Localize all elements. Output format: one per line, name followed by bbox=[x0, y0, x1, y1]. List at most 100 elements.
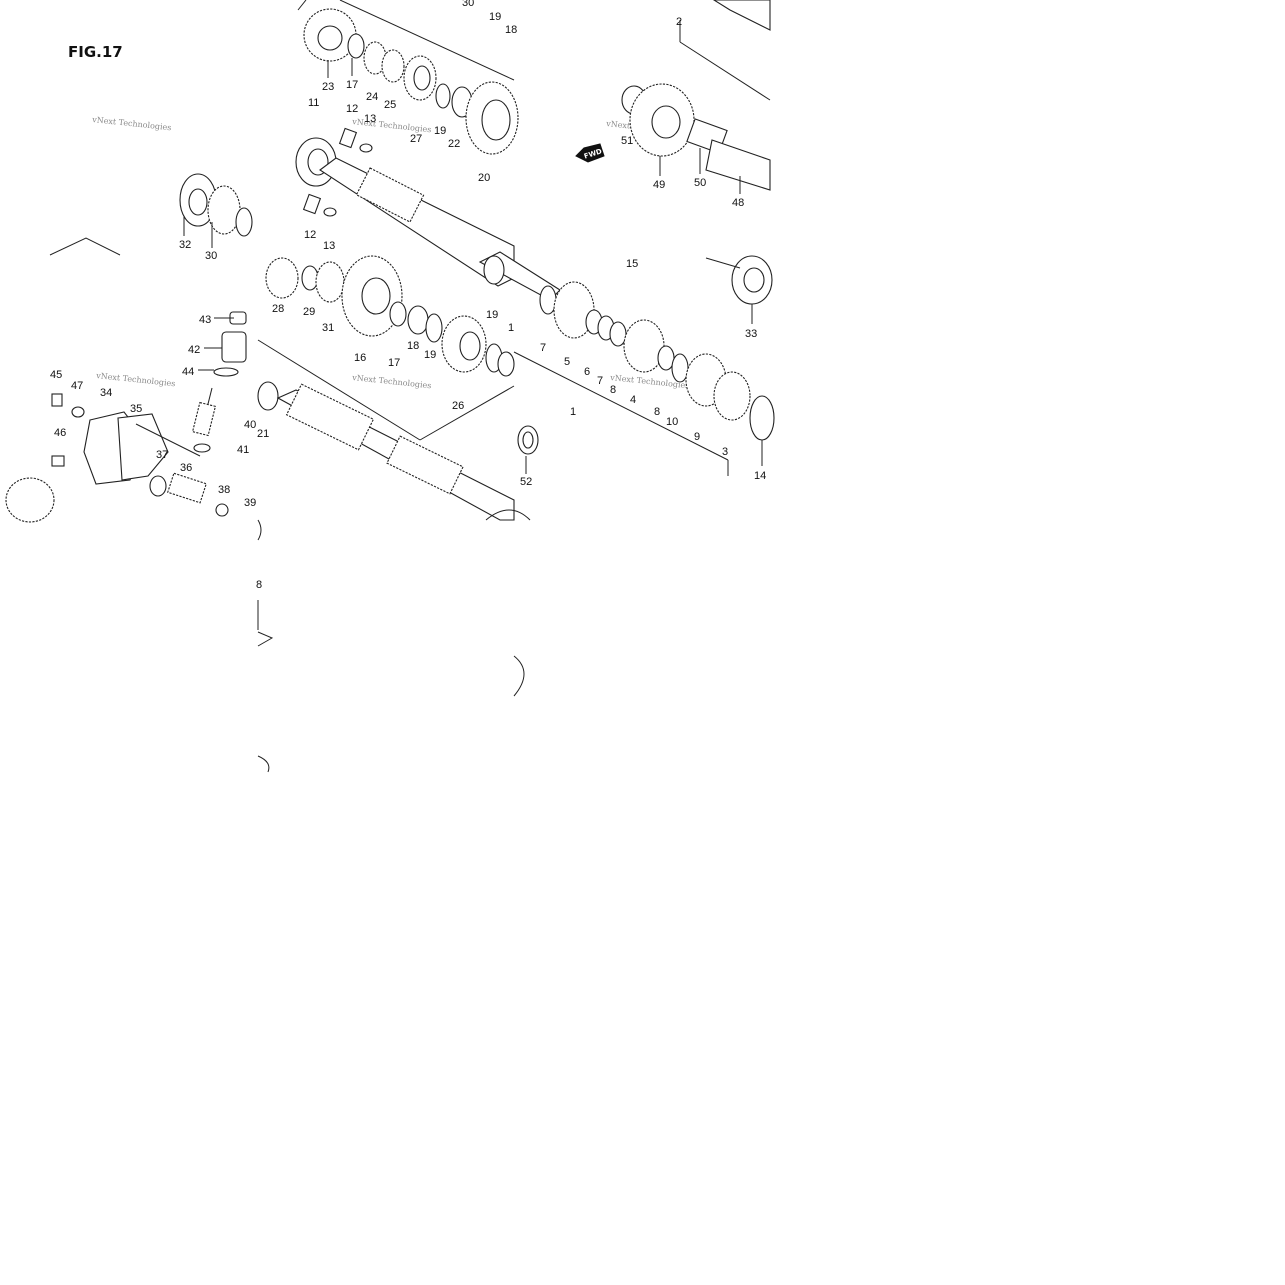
arc-fragment bbox=[257, 519, 262, 541]
retainer-12 bbox=[338, 127, 358, 149]
washer-29 bbox=[301, 265, 319, 291]
washer-25 bbox=[381, 49, 405, 83]
callout: 30 bbox=[205, 250, 217, 262]
callout: 3 bbox=[722, 446, 728, 458]
callout: 48 bbox=[732, 197, 744, 209]
callout: 20 bbox=[478, 172, 490, 184]
callout: 18 bbox=[407, 340, 419, 352]
gear-3 bbox=[713, 371, 751, 421]
bolt-45 bbox=[51, 393, 63, 407]
countershaft-upper-assembly bbox=[49, 0, 519, 287]
callout: 51 bbox=[621, 135, 633, 147]
callout: 17 bbox=[346, 79, 358, 91]
hub-30 bbox=[207, 185, 241, 235]
washer-38 bbox=[215, 503, 229, 517]
frame-line bbox=[297, 0, 307, 11]
frame-line bbox=[339, 0, 515, 81]
bushing-17 bbox=[389, 301, 407, 327]
callout: 44 bbox=[182, 366, 194, 378]
gear-26-hub bbox=[459, 331, 481, 361]
gear-40 bbox=[191, 401, 217, 437]
frame-line bbox=[679, 41, 771, 101]
washer-7 bbox=[539, 285, 557, 315]
lower-fragments bbox=[257, 509, 531, 773]
frame-line bbox=[419, 385, 515, 441]
callout: 46 bbox=[54, 427, 66, 439]
callout: 9 bbox=[694, 431, 700, 443]
watermark: vNext Technologies bbox=[351, 117, 432, 134]
callout: 42 bbox=[188, 344, 200, 356]
callout: 29 bbox=[303, 306, 315, 318]
gear-36 bbox=[167, 472, 207, 504]
circlip-19 bbox=[425, 313, 443, 343]
callout: 32 bbox=[179, 239, 191, 251]
screw-13b bbox=[323, 207, 337, 217]
callout: 18 bbox=[505, 24, 517, 36]
callout: 30 bbox=[462, 0, 474, 9]
gear-20-hub bbox=[481, 99, 511, 141]
gear-16-hub bbox=[361, 277, 391, 315]
watermark: vNext Technologies bbox=[351, 373, 432, 390]
circlip-1 bbox=[497, 351, 515, 377]
figure-title: FIG.17 bbox=[68, 43, 123, 61]
bearing-32-bore bbox=[188, 188, 208, 216]
arc-fragment bbox=[257, 755, 270, 773]
mainshaft-spline bbox=[285, 383, 375, 451]
callout: 13 bbox=[323, 240, 335, 252]
arc-fragment bbox=[485, 509, 531, 521]
callout: 16 bbox=[354, 352, 366, 364]
callout: 50 bbox=[694, 177, 706, 189]
frame-line bbox=[513, 351, 729, 461]
speedometer-drive-assembly bbox=[5, 311, 247, 523]
bearing-14 bbox=[749, 395, 775, 441]
oring-44 bbox=[213, 367, 239, 377]
frame-line bbox=[135, 423, 201, 457]
bearing-33-bore bbox=[743, 267, 765, 293]
mainshaft-spline-2 bbox=[386, 435, 464, 495]
gear-49-hub bbox=[651, 105, 681, 139]
countershaft-spline bbox=[355, 167, 425, 223]
callout: 49 bbox=[653, 179, 665, 191]
gear-left-cut bbox=[5, 477, 55, 523]
callout: 35 bbox=[130, 403, 142, 415]
circlip-31 bbox=[315, 261, 345, 303]
callout: 37 bbox=[156, 449, 168, 461]
gear-28 bbox=[265, 257, 299, 299]
leader-lines bbox=[183, 58, 763, 474]
callout: 10 bbox=[666, 416, 678, 428]
callout: 17 bbox=[388, 357, 400, 369]
screw-13 bbox=[359, 143, 373, 153]
callout: 19 bbox=[489, 11, 501, 23]
callout: 25 bbox=[384, 99, 396, 111]
bearing-21 bbox=[257, 381, 279, 411]
washer-19 bbox=[435, 83, 451, 109]
callout: 12 bbox=[304, 229, 316, 241]
retainer-12b bbox=[302, 193, 322, 215]
callout: 19 bbox=[424, 349, 436, 361]
callout: 7 bbox=[540, 342, 546, 354]
shaft-2 bbox=[712, 0, 771, 31]
callout: 21 bbox=[257, 428, 269, 440]
callout: 41 bbox=[237, 444, 249, 456]
kickstarter-shaft-assembly: FWD bbox=[575, 0, 771, 191]
callout: 7 bbox=[597, 375, 603, 387]
frame-line bbox=[257, 339, 421, 441]
gear-4 bbox=[623, 319, 665, 373]
callout: 2 bbox=[676, 16, 682, 28]
forward-arrow-icon: FWD bbox=[575, 143, 605, 163]
callout: 39 bbox=[244, 497, 256, 509]
arc-fragment bbox=[513, 655, 525, 697]
callout: 22 bbox=[448, 138, 460, 150]
driveshaft-assembly bbox=[257, 251, 775, 521]
callout: 36 bbox=[180, 462, 192, 474]
circlip-8 bbox=[609, 321, 627, 347]
callout: 14 bbox=[754, 470, 766, 482]
callout: 28 bbox=[272, 303, 284, 315]
callout: 6 bbox=[584, 366, 590, 378]
shaft-48 bbox=[705, 139, 771, 191]
callout: 19 bbox=[434, 125, 446, 137]
callout: 11 bbox=[308, 97, 319, 109]
callout: 45 bbox=[50, 369, 62, 381]
frame-line bbox=[257, 631, 274, 647]
